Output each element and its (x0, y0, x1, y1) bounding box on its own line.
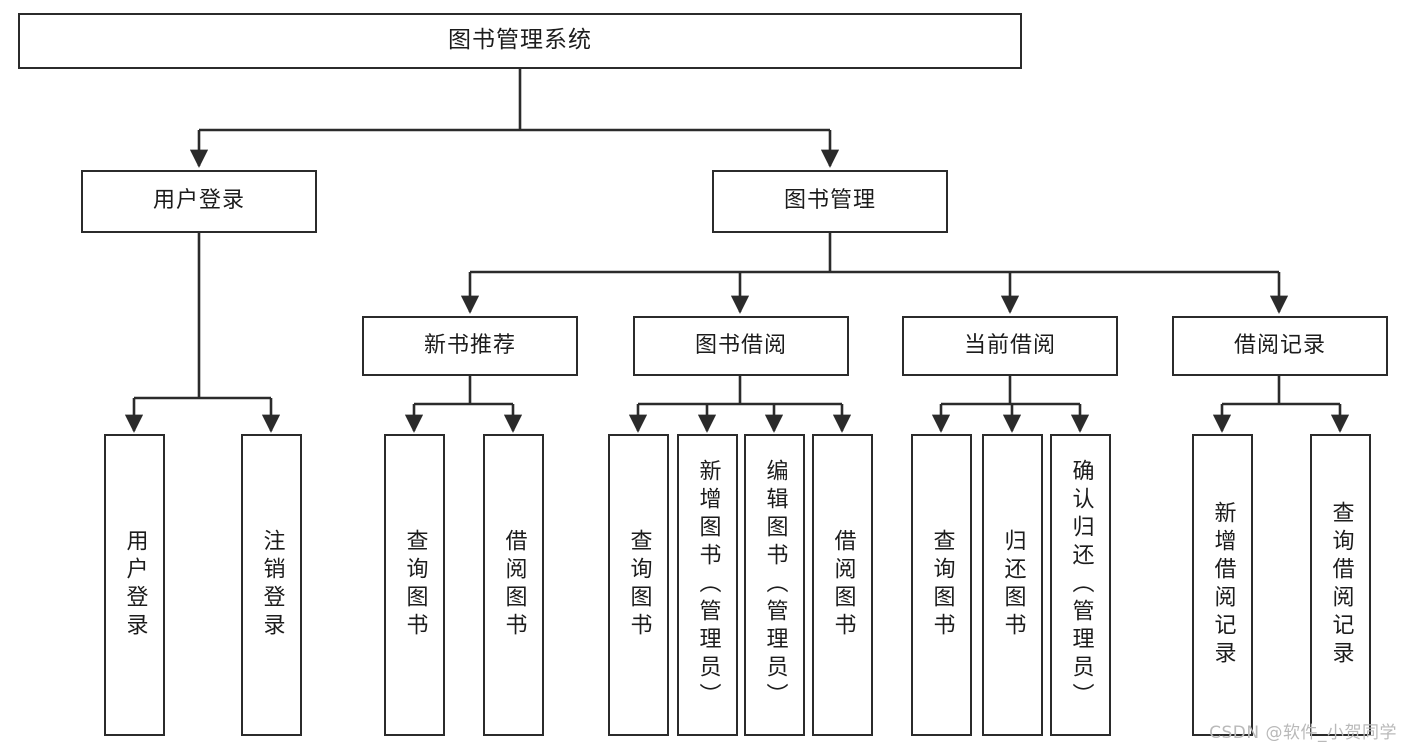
node-label: 用户登录 (122, 529, 148, 641)
node-label: 借阅记录 (1233, 332, 1326, 358)
csdn-watermark: CSDN @软件_小贺同学 (1209, 723, 1397, 743)
node-root-system[interactable]: 图书管理系统 (18, 13, 1022, 69)
node-label: 查询借阅记录 (1328, 501, 1354, 669)
leaf-borrow-record-query-record[interactable]: 查询借阅记录 (1310, 434, 1371, 736)
node-new-book-recommend[interactable]: 新书推荐 (362, 316, 578, 376)
leaf-book-borrow-add-book-admin[interactable]: 新增图书（管理员） (677, 434, 738, 736)
node-label: 确认归还（管理员） (1068, 459, 1094, 711)
node-label: 图书管理系统 (448, 27, 592, 54)
leaf-user-login-logout[interactable]: 注销登录 (241, 434, 302, 736)
node-book-borrow[interactable]: 图书借阅 (633, 316, 849, 376)
node-user-login[interactable]: 用户登录 (81, 170, 317, 233)
node-label: 查询图书 (929, 529, 955, 641)
node-current-borrow[interactable]: 当前借阅 (902, 316, 1118, 376)
leaf-borrow-record-add-record[interactable]: 新增借阅记录 (1192, 434, 1253, 736)
node-label: 新增图书（管理员） (695, 459, 721, 711)
node-label: 用户登录 (152, 188, 245, 214)
node-label: 新书推荐 (423, 332, 516, 358)
node-label: 编辑图书（管理员） (762, 459, 788, 711)
leaf-book-borrow-borrow-book[interactable]: 借阅图书 (812, 434, 873, 736)
leaf-new-book-query-book[interactable]: 查询图书 (384, 434, 445, 736)
node-label: 查询图书 (402, 529, 428, 641)
node-borrow-record[interactable]: 借阅记录 (1172, 316, 1388, 376)
node-label: 新增借阅记录 (1210, 501, 1236, 669)
leaf-current-borrow-confirm-return-admin[interactable]: 确认归还（管理员） (1050, 434, 1111, 736)
leaf-current-borrow-return-book[interactable]: 归还图书 (982, 434, 1043, 736)
leaf-user-login-login[interactable]: 用户登录 (104, 434, 165, 736)
leaf-current-borrow-query-book[interactable]: 查询图书 (911, 434, 972, 736)
node-label: 注销登录 (259, 529, 285, 641)
node-label: 当前借阅 (963, 332, 1056, 358)
leaf-new-book-borrow-book[interactable]: 借阅图书 (483, 434, 544, 736)
leaf-book-borrow-edit-book-admin[interactable]: 编辑图书（管理员） (744, 434, 805, 736)
node-label: 归还图书 (1000, 529, 1026, 641)
node-label: 图书借阅 (694, 332, 787, 358)
node-label: 借阅图书 (830, 529, 856, 641)
node-label: 借阅图书 (501, 529, 527, 641)
leaf-book-borrow-query-book[interactable]: 查询图书 (608, 434, 669, 736)
node-label: 图书管理 (783, 188, 876, 214)
node-label: 查询图书 (626, 529, 652, 641)
node-book-management[interactable]: 图书管理 (712, 170, 948, 233)
